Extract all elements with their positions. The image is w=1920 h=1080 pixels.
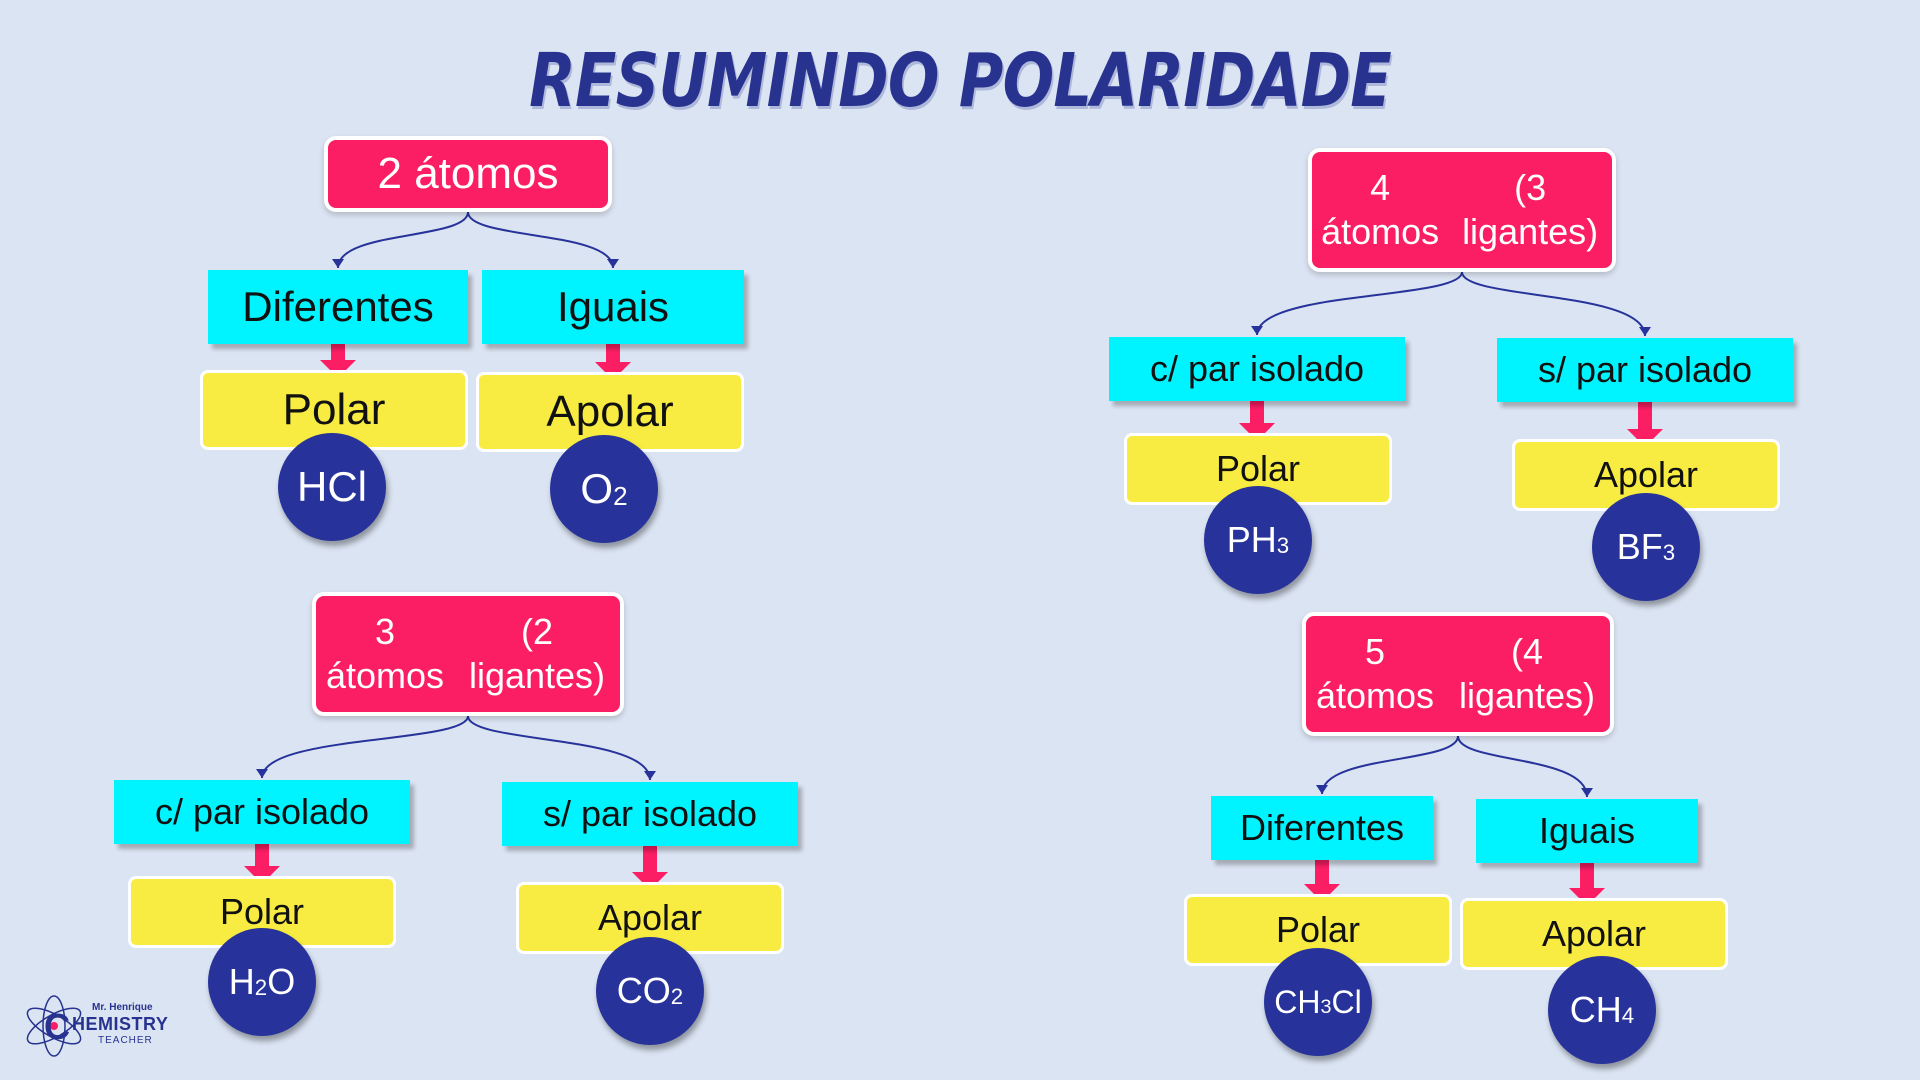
- formula-text: HCl: [297, 463, 367, 510]
- group-header: 2 átomos: [324, 136, 612, 212]
- connector-curve: [1461, 271, 1646, 337]
- formula-subscript: 3: [1320, 996, 1332, 1019]
- down-arrow-icon: [320, 344, 356, 378]
- connector-arrowhead: [1639, 327, 1651, 336]
- connector-curve: [467, 715, 651, 781]
- down-arrow-icon: [1239, 401, 1275, 441]
- formula-text: H: [228, 961, 255, 1002]
- result-box: Polar: [1184, 894, 1452, 966]
- page-title: RESUMINDO POLARIDADE: [529, 38, 1392, 124]
- chemistry-teacher-logo: C Mr. Henrique HEMISTRY TEACHER: [20, 984, 175, 1064]
- formula-subscript: 3: [1662, 540, 1676, 566]
- result-box: Polar: [200, 370, 468, 450]
- down-arrow-icon: [1627, 402, 1663, 447]
- group-header-line: (3 ligantes): [1462, 167, 1599, 252]
- down-arrow-icon: [1304, 860, 1340, 902]
- result-box: Apolar: [476, 372, 744, 452]
- formula-text: PH: [1226, 519, 1277, 560]
- group-header: 3 átomos (2 ligantes): [312, 592, 624, 716]
- condition-box: Iguais: [482, 270, 744, 344]
- connector-arrowhead: [607, 259, 619, 268]
- result-box: Apolar: [1512, 439, 1780, 511]
- connector-arrowhead: [1581, 788, 1593, 797]
- formula-text: CO: [616, 970, 671, 1011]
- logo-subtitle: TEACHER: [98, 1035, 153, 1046]
- formula-subscript: 2: [613, 480, 628, 511]
- group-header-line: 4 átomos: [1321, 167, 1440, 252]
- condition-box: Iguais: [1476, 799, 1698, 863]
- formula-text: O: [267, 961, 296, 1002]
- formula-subscript: 3: [1276, 533, 1290, 559]
- connector-arrowhead: [1316, 785, 1328, 794]
- formula-subscript: 4: [1621, 1003, 1635, 1029]
- formula-subscript: 2: [670, 984, 684, 1010]
- molecule-circle: HCl: [278, 433, 386, 541]
- condition-box: s/ par isolado: [1497, 338, 1793, 402]
- formula-text: CH: [1274, 983, 1321, 1020]
- connector-curve: [1321, 735, 1459, 795]
- group-header-line: 2 átomos: [377, 149, 559, 199]
- formula-text: O: [580, 465, 614, 512]
- connector-curve: [1457, 735, 1588, 798]
- down-arrow-icon: [244, 844, 280, 884]
- group-header-line: 5 átomos: [1315, 631, 1435, 716]
- logo-author: Mr. Henrique: [92, 1002, 153, 1013]
- formula-subscript: 2: [254, 975, 268, 1001]
- condition-box: Diferentes: [208, 270, 468, 344]
- connector-arrowhead: [1251, 326, 1263, 335]
- formula-text: BF: [1616, 526, 1663, 567]
- group-header-line: 3 átomos: [325, 611, 445, 696]
- condition-box: c/ par isolado: [1109, 337, 1405, 401]
- atom-icon: [26, 995, 82, 1057]
- logo-initial: C: [44, 1006, 70, 1047]
- connector-arrowhead: [644, 771, 656, 780]
- connector-curve: [1256, 271, 1463, 336]
- connector-curve: [337, 211, 469, 269]
- down-arrow-icon: [595, 344, 631, 380]
- condition-box: c/ par isolado: [114, 780, 410, 844]
- down-arrow-icon: [1569, 863, 1605, 906]
- formula-text: Cl: [1331, 983, 1362, 1020]
- formula-text: CH: [1569, 989, 1622, 1030]
- condition-box: Diferentes: [1211, 796, 1433, 860]
- connector-curve: [261, 715, 469, 779]
- group-header: 4 átomos (3 ligantes): [1308, 148, 1616, 272]
- group-header-line: (4 ligantes): [1458, 631, 1596, 716]
- connector-arrowhead: [332, 259, 344, 268]
- group-header-line: (2 ligantes): [468, 611, 606, 696]
- condition-box: s/ par isolado: [502, 782, 798, 846]
- logo-wordmark: HEMISTRY: [72, 1014, 169, 1034]
- group-header: 5 átomos (4 ligantes): [1302, 612, 1614, 736]
- connector-curve: [467, 211, 614, 269]
- connector-arrowhead: [256, 769, 268, 778]
- down-arrow-icon: [632, 846, 668, 890]
